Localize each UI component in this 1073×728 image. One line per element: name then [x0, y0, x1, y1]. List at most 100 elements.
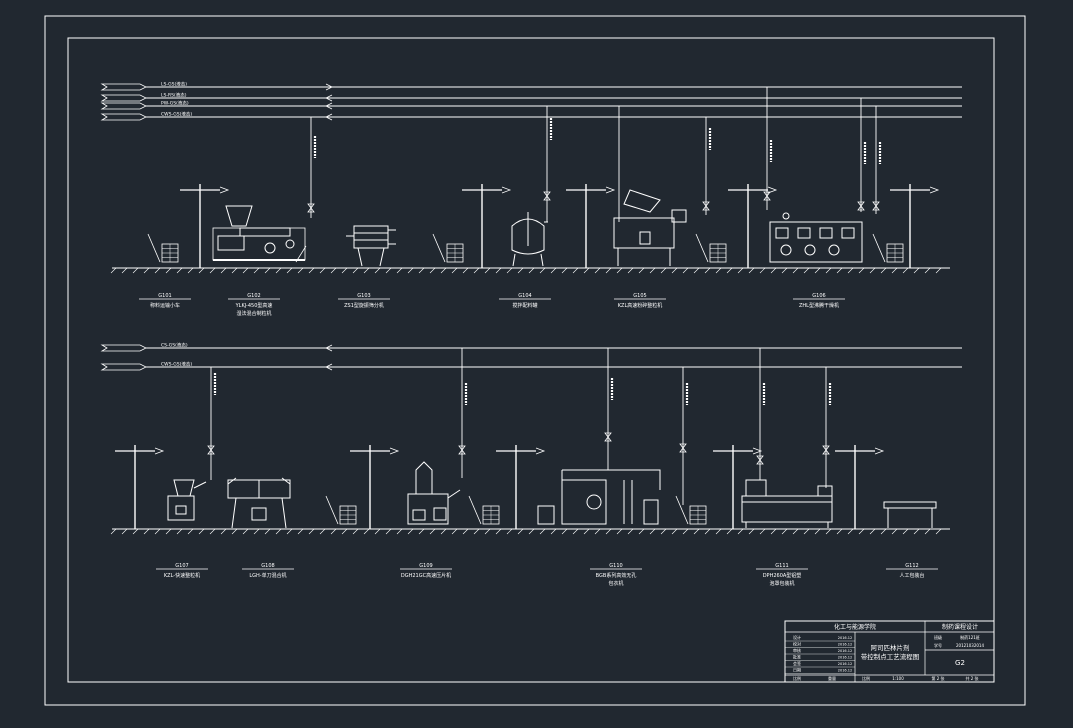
sealing-unit	[817, 485, 833, 497]
valve-icon	[207, 445, 215, 455]
floor-hatch	[847, 528, 854, 535]
mixer-stand	[231, 497, 287, 529]
pole-arrow-icon	[605, 186, 616, 194]
flow-arrow-icon	[325, 94, 333, 102]
floor-hatch	[781, 267, 788, 274]
floor-hatch	[220, 528, 227, 535]
valve-icon	[702, 201, 710, 211]
floor-hatch	[572, 528, 579, 535]
floor-hatch	[605, 267, 612, 274]
role-date: 2016.12	[838, 662, 852, 666]
valve-icon	[604, 432, 612, 442]
title-frame	[784, 620, 995, 683]
floor-hatch	[792, 528, 799, 535]
equipment-name: LGH-单刀混合机	[249, 572, 286, 579]
floor-hatch	[154, 267, 161, 274]
pipe-source-marker	[100, 113, 147, 121]
pipe-source-marker	[100, 83, 147, 91]
floor-hatch	[693, 528, 700, 535]
floor-hatch	[385, 528, 392, 535]
pole-arrow-icon	[535, 447, 546, 455]
floor-hatch	[165, 267, 172, 274]
floor-hatch	[341, 267, 348, 274]
floor-hatch	[440, 267, 447, 274]
dryer-chamber	[819, 227, 833, 239]
pole-arrow-icon	[501, 186, 512, 194]
branch-pipe	[679, 367, 689, 505]
packer-feet	[745, 522, 829, 528]
floor-hatch	[374, 528, 381, 535]
floor-hatch	[451, 528, 458, 535]
pipe-source-marker	[100, 94, 147, 102]
hopper	[225, 205, 253, 227]
equipment-name: KZL-快速整粒机	[164, 572, 200, 579]
machine-body	[212, 227, 306, 261]
floor-hatch	[671, 267, 678, 274]
floor-hatch	[121, 267, 128, 274]
equipment-drawing	[212, 205, 307, 263]
equipment-tag: G105	[633, 293, 646, 299]
branch-pipe	[872, 106, 882, 214]
floor-hatch	[737, 267, 744, 274]
valve-icon	[679, 443, 687, 453]
floor-hatch	[198, 267, 205, 274]
floor-hatch	[583, 528, 590, 535]
floor-hatch	[110, 528, 117, 535]
floor-hatch	[825, 267, 832, 274]
floor-hatch	[264, 528, 271, 535]
pallet-ramp	[468, 495, 482, 525]
feed-hopper	[173, 479, 195, 497]
equipment-drawing	[613, 189, 687, 266]
floor-hatch	[627, 528, 634, 535]
floor-hatch	[924, 528, 931, 535]
floor-hatch	[143, 528, 150, 535]
floor-hatch	[649, 528, 656, 535]
pipe-label: LS-GS(液态)	[161, 81, 187, 88]
floor-hatch	[803, 528, 810, 535]
role-label: 会签	[793, 660, 801, 666]
course-name: 制药课程设计	[942, 623, 978, 631]
pipe-label: CWS-GS(液态)	[161, 111, 192, 118]
equipment-drawing	[346, 225, 396, 267]
floor-hatch	[264, 267, 271, 274]
floor-hatch	[242, 528, 249, 535]
valve-icon	[307, 203, 315, 213]
crusher-hood	[623, 189, 661, 213]
floor-hatch	[517, 528, 524, 535]
pipe-line: PW-GS(液态)	[100, 100, 962, 110]
floor-hatch	[759, 528, 766, 535]
floor-hatch	[880, 528, 887, 535]
role-date: 2016.12	[838, 656, 852, 660]
field-label: 学号	[934, 642, 942, 648]
floor-hatch	[682, 528, 689, 535]
floor-hatch	[132, 528, 139, 535]
branch-pipe	[458, 348, 468, 478]
equipment-tag: G108	[261, 563, 274, 569]
equipment-drawing	[227, 477, 291, 529]
branch-pipe	[702, 117, 712, 215]
duct-frame	[561, 469, 661, 490]
sieve-body	[353, 225, 389, 249]
floor-hatch	[143, 267, 150, 274]
floor-hatch	[495, 267, 502, 274]
floor-hatch	[187, 528, 194, 535]
utility-pole	[890, 184, 940, 268]
flow-arrow-icon	[325, 344, 333, 352]
floor-hatch	[594, 528, 601, 535]
pallet-ramp	[872, 233, 886, 263]
floor-hatch	[539, 528, 546, 535]
pole-arrow-icon	[767, 186, 778, 194]
equipment-tag: G103	[357, 293, 370, 299]
branch-pipe	[763, 87, 773, 210]
drawing-number: G2	[955, 659, 965, 667]
gear-icon	[264, 242, 276, 254]
floor-hatch	[836, 267, 843, 274]
material-pallet	[325, 495, 357, 525]
coater-body	[561, 479, 607, 525]
